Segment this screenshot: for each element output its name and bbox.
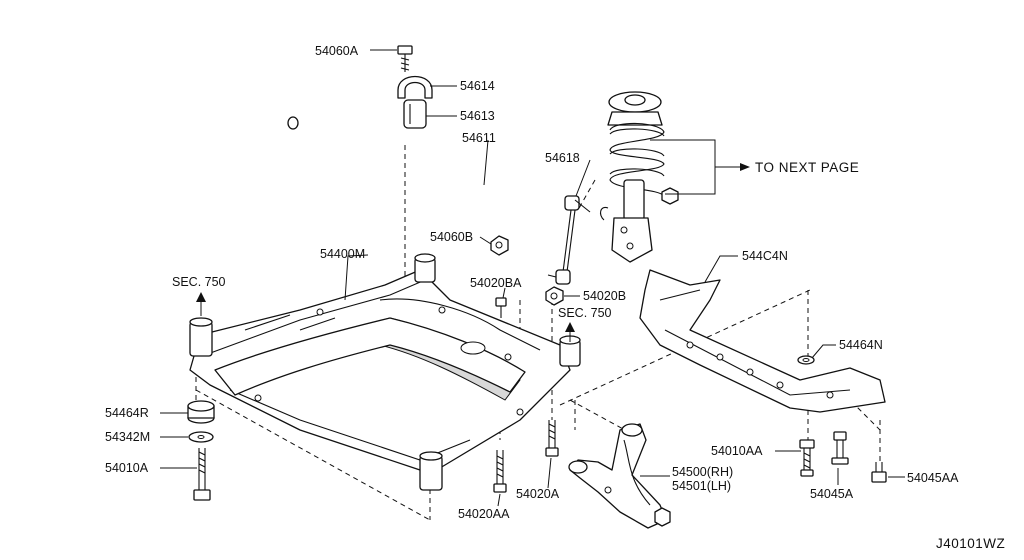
link-nut-upper: [490, 235, 509, 256]
front-suspension-member: [189, 269, 571, 471]
label-54464r: 54464R: [105, 406, 149, 420]
stabilizer-bushing: [403, 99, 427, 129]
to-next-page-bracket: [650, 139, 750, 195]
subframe-mount-rear-right: [419, 451, 443, 491]
label-54060a: 54060A: [315, 44, 359, 58]
label-54611: 54611: [462, 131, 496, 145]
label-54045aa: 54045AA: [907, 471, 959, 485]
stabilizer-clamp: [397, 76, 433, 99]
bolt-54010a: [193, 448, 211, 501]
label-sec-750-left: SEC. 750: [172, 275, 226, 289]
label-54010aa: 54010AA: [711, 444, 763, 458]
sec-750-arrow-left: [196, 292, 206, 316]
rear-crossmember: [639, 269, 886, 413]
label-sec-750-right: SEC. 750: [558, 306, 612, 320]
nut-54464n: [797, 355, 815, 365]
bolt-54020ba: [495, 297, 507, 318]
label-54060b: 54060B: [430, 230, 473, 244]
label-54020ba: 54020BA: [470, 276, 522, 290]
bolt-54020aa: [493, 450, 507, 493]
stabilizer-link: [547, 195, 591, 285]
bolt-54045a: [831, 431, 849, 465]
strut-assembly: [599, 91, 679, 263]
label-544c4n: 544C4N: [742, 249, 788, 263]
sec-750-arrow-right: [565, 322, 575, 342]
bolt-54010aa: [799, 439, 815, 477]
label-54613: 54613: [460, 109, 495, 123]
stabilizer-bar: [287, 101, 560, 272]
subframe-mount-rear-left: [414, 253, 436, 283]
label-54020b: 54020B: [583, 289, 626, 303]
label-54464n: 54464N: [839, 338, 883, 352]
callout-labels: 54060A 54614 54613 54611 54618 TO NEXT P…: [105, 44, 1005, 551]
bolt-54045aa: [871, 462, 887, 483]
subframe-mount-front-left: [189, 317, 213, 357]
label-54342m: 54342M: [105, 430, 150, 444]
label-54010a: 54010A: [105, 461, 149, 475]
label-54400m: 54400M: [320, 247, 365, 261]
label-54501-lh: 54501(LH): [672, 479, 731, 493]
label-54500-rh: 54500(RH): [672, 465, 733, 479]
label-54618: 54618: [545, 151, 580, 165]
label-to-next-page: TO NEXT PAGE: [755, 160, 859, 175]
link-nut-lower: [545, 286, 564, 306]
diagram-code: J40101WZ: [936, 536, 1005, 551]
leader-lines: [160, 49, 905, 507]
label-54614: 54614: [460, 79, 495, 93]
label-54020aa: 54020AA: [458, 507, 510, 521]
clamp-bolt: [397, 45, 413, 72]
label-54045a: 54045A: [810, 487, 854, 501]
mount-bushing-54464r: [187, 400, 215, 424]
washer-54342m: [188, 431, 214, 443]
label-54020a: 54020A: [516, 487, 560, 501]
lower-control-arm: [568, 423, 671, 529]
bolt-54020a: [545, 420, 559, 457]
